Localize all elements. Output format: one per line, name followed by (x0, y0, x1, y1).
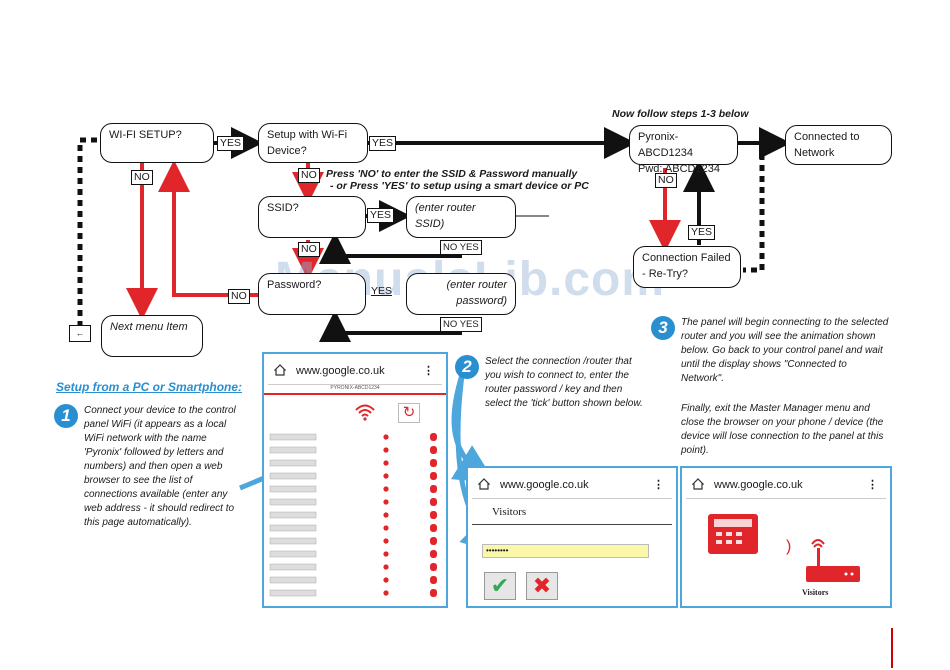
node-password: Password? (258, 273, 366, 315)
menu-icon[interactable]: ⋮ (867, 479, 878, 491)
wifi-icon[interactable] (354, 402, 376, 422)
dashed-exit (77, 137, 97, 336)
step-1-number: 1 (54, 404, 78, 428)
phone-network-list: www.google.co.uk ⋮ PYRONIX-ABCD1234 ↻ (262, 352, 448, 608)
node-next-menu: Next menu Item (101, 315, 203, 357)
node-connection-failed: Connection Failed - Re-Try? (633, 246, 741, 288)
node-setup-with-wifi: Setup with Wi-Fi Device? (258, 123, 368, 163)
tag-no-yes-ssid: NO YES (440, 240, 482, 255)
node-enter-ssid: (enter router SSID) (406, 196, 516, 238)
node-pyronix-pwd: Pwd: ABCD1234 (638, 163, 720, 175)
tick-button[interactable]: ✔ (484, 572, 516, 600)
setup-heading: Setup from a PC or Smartphone: (56, 380, 243, 394)
network-rows[interactable] (268, 432, 440, 602)
tag-yes-ssid: YES (367, 208, 395, 223)
home-icon[interactable] (274, 364, 286, 376)
router-icon (806, 539, 860, 582)
step-3-number: 3 (651, 316, 675, 340)
menu-icon[interactable]: ⋮ (423, 365, 434, 377)
step-2-text: Select the connection /router that you w… (485, 356, 643, 409)
phone-password-entry: www.google.co.uk ⋮ Visitors •••••••• ✔ ✖ (466, 466, 678, 608)
home-icon[interactable] (692, 478, 704, 490)
tag-yes-1: YES (217, 136, 245, 151)
title-divider (264, 393, 446, 395)
url-text[interactable]: www.google.co.uk (714, 479, 803, 491)
step-3-text-2: Finally, exit the Master Manager menu an… (681, 403, 884, 456)
tag-yes-pwd: YES (371, 285, 393, 297)
header-note: Now follow steps 1-3 below (612, 108, 749, 120)
tag-yes-2: YES (369, 136, 397, 151)
node-ssid: SSID? (258, 196, 366, 238)
url-text[interactable]: www.google.co.uk (296, 365, 385, 377)
browser-url-bar-3[interactable]: www.google.co.uk ⋮ (686, 472, 886, 499)
password-field[interactable]: •••••••• (482, 544, 649, 558)
signal-wave-icon: ) (786, 538, 792, 555)
tag-no-3: NO (298, 242, 320, 257)
node-pyronix-ssid: Pyronix-ABCD1234 (638, 131, 694, 159)
dashed-fail (743, 143, 765, 273)
url-text[interactable]: www.google.co.uk (500, 479, 589, 491)
node-pyronix: Pyronix-ABCD1234 Pwd: ABCD1234 (629, 125, 738, 175)
browser-url-bar-2[interactable]: www.google.co.uk ⋮ (472, 472, 672, 499)
node-wifi-setup: WI-FI SETUP? (100, 123, 214, 163)
cancel-button[interactable]: ✖ (526, 572, 558, 600)
divider (472, 524, 672, 525)
tag-no-4: NO (655, 173, 677, 188)
step-2-number: 2 (455, 355, 479, 379)
node-enter-password: (enter router password) (406, 273, 516, 315)
tag-no-yes-pwd: NO YES (440, 317, 482, 332)
tag-no-1: NO (131, 170, 153, 185)
menu-icon[interactable]: ⋮ (653, 479, 664, 491)
node-connected: Connected to Network (785, 125, 892, 165)
tag-no-2: NO (298, 168, 320, 183)
home-icon[interactable] (478, 478, 490, 490)
browser-url-bar[interactable]: www.google.co.uk ⋮ (268, 358, 442, 385)
router-caption: Visitors (802, 588, 829, 597)
exit-back-icon: ← (69, 325, 91, 342)
instruction-note-2: - or Press 'YES' to setup using a smart … (330, 180, 589, 192)
network-name: Visitors (492, 506, 527, 518)
instruction-note-1: Press 'NO' to enter the SSID & Password … (326, 168, 578, 180)
control-panel-icon (708, 514, 758, 554)
tag-no-pwd: NO (228, 289, 250, 304)
refresh-icon[interactable]: ↻ (398, 403, 420, 423)
tag-yes-retry: YES (688, 225, 716, 240)
arrow-pwd-no (158, 160, 258, 297)
network-list-title: PYRONIX-ABCD1234 (330, 385, 380, 391)
step-3-text: The panel will begin connecting to the s… (681, 317, 889, 384)
step-1-text: Connect your device to the control panel… (84, 405, 236, 528)
phone-connecting: www.google.co.uk ⋮ ) Visitors (680, 466, 892, 608)
